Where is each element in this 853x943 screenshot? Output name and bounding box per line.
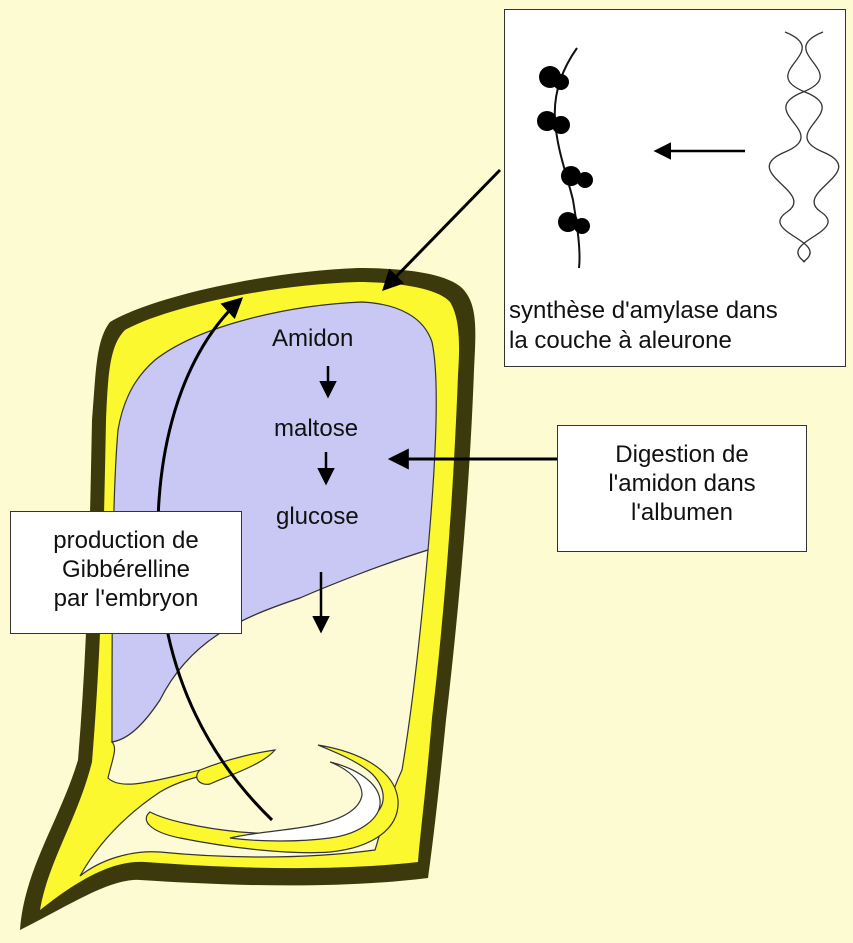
gibberelline-line-2: Gibbérelline (11, 555, 241, 584)
amylase-caption: synthèse d'amylase dans la couche à aleu… (505, 296, 845, 356)
digestion-line-2: l'amidon dans (558, 469, 806, 498)
gibberelline-box: production de Gibbérelline par l'embryon (10, 511, 242, 634)
digestion-line-1: Digestion de (558, 440, 806, 469)
amylase-box: synthèse d'amylase dans la couche à aleu… (504, 9, 846, 367)
gibberelline-line-3: par l'embryon (11, 584, 241, 613)
amylase-line-1: synthèse d'amylase dans (509, 296, 845, 326)
dna-helix-strand-b (769, 32, 823, 262)
maltose-label: maltose (274, 415, 358, 443)
dna-helix-strand-a (785, 32, 839, 262)
gibberelline-line-1: production de (11, 526, 241, 555)
amidon-label: Amidon (272, 325, 353, 353)
amylase-pointer-arrow (385, 170, 500, 288)
amylase-beads (537, 66, 593, 234)
amylase-illustration (505, 10, 845, 290)
digestion-line-3: l'albumen (558, 498, 806, 527)
digestion-box: Digestion de l'amidon dans l'albumen (557, 425, 807, 552)
glucose-label: glucose (276, 503, 359, 531)
amylase-line-2: la couche à aleurone (509, 326, 845, 356)
